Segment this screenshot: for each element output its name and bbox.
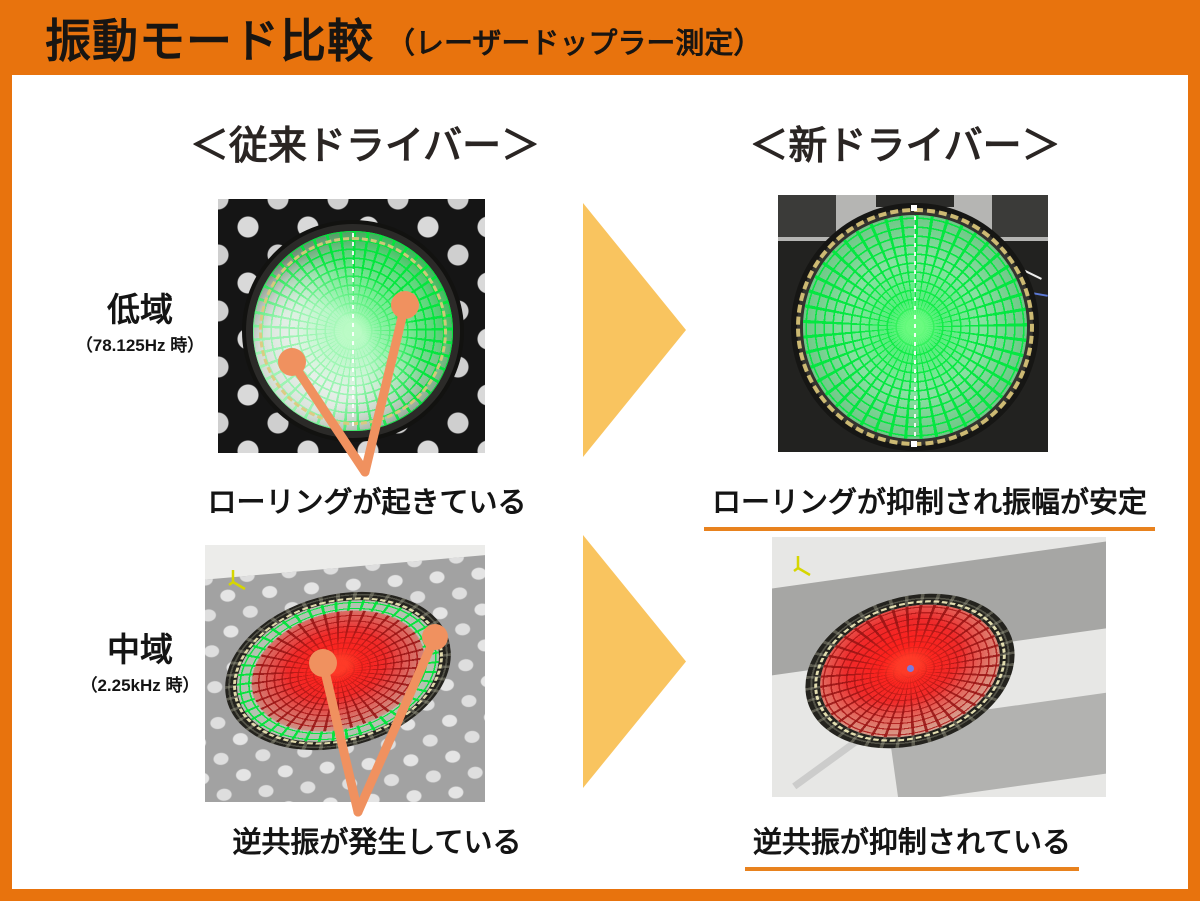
caption-underlined: 逆共振が抑制されている	[744, 819, 1080, 871]
photo-new-mid	[772, 537, 1106, 797]
caption-conventional-low: ローリングが起きている	[207, 487, 527, 519]
photo-new-low	[778, 195, 1048, 452]
caption-new-mid: 逆共振が抑制されている	[702, 819, 1122, 871]
flow-arrow-right-icon	[583, 203, 686, 457]
band-name: 低域	[107, 291, 173, 328]
fixture-block-left	[778, 195, 836, 237]
column-header-conventional: ＜従来ドライバー＞	[189, 125, 541, 168]
content-panel: ＜従来ドライバー＞ ＜新ドライバー＞ 低域 （78.125Hz 時） 中域 （2…	[12, 75, 1188, 889]
caption-underlined: ローリングが抑制され振幅が安定	[703, 479, 1155, 531]
band-frequency: （2.25kHz 時）	[80, 676, 200, 695]
header-band: 振動モード比較 （レーザードップラー測定）	[0, 0, 1200, 75]
band-label-low: 低域 （78.125Hz 時）	[55, 293, 225, 356]
column-header-new: ＜新ドライバー＞	[749, 125, 1061, 168]
scan-marker-top	[911, 205, 917, 211]
laser-scan-line	[914, 207, 916, 447]
scan-marker-bottom	[911, 441, 917, 447]
flow-arrow-right-icon	[583, 535, 686, 788]
axis-triad-icon	[793, 556, 811, 577]
caption-new-low: ローリングが抑制され振幅が安定	[682, 479, 1177, 531]
band-name: 中域	[107, 631, 173, 668]
fixture-block-right	[992, 195, 1048, 237]
caption-conventional-mid: 逆共振が発生している	[232, 827, 522, 859]
band-label-mid: 中域 （2.25kHz 時）	[55, 633, 225, 696]
band-frequency: （78.125Hz 時）	[75, 336, 205, 355]
laser-scan-line	[352, 233, 354, 431]
center-node	[907, 665, 914, 672]
page-subtitle: （レーザードップラー測定）	[386, 27, 763, 60]
axis-triad-icon	[228, 570, 246, 591]
photo-conventional-low	[218, 199, 485, 453]
photo-conventional-mid	[205, 545, 485, 802]
page-title: 振動モード比較	[45, 14, 374, 67]
